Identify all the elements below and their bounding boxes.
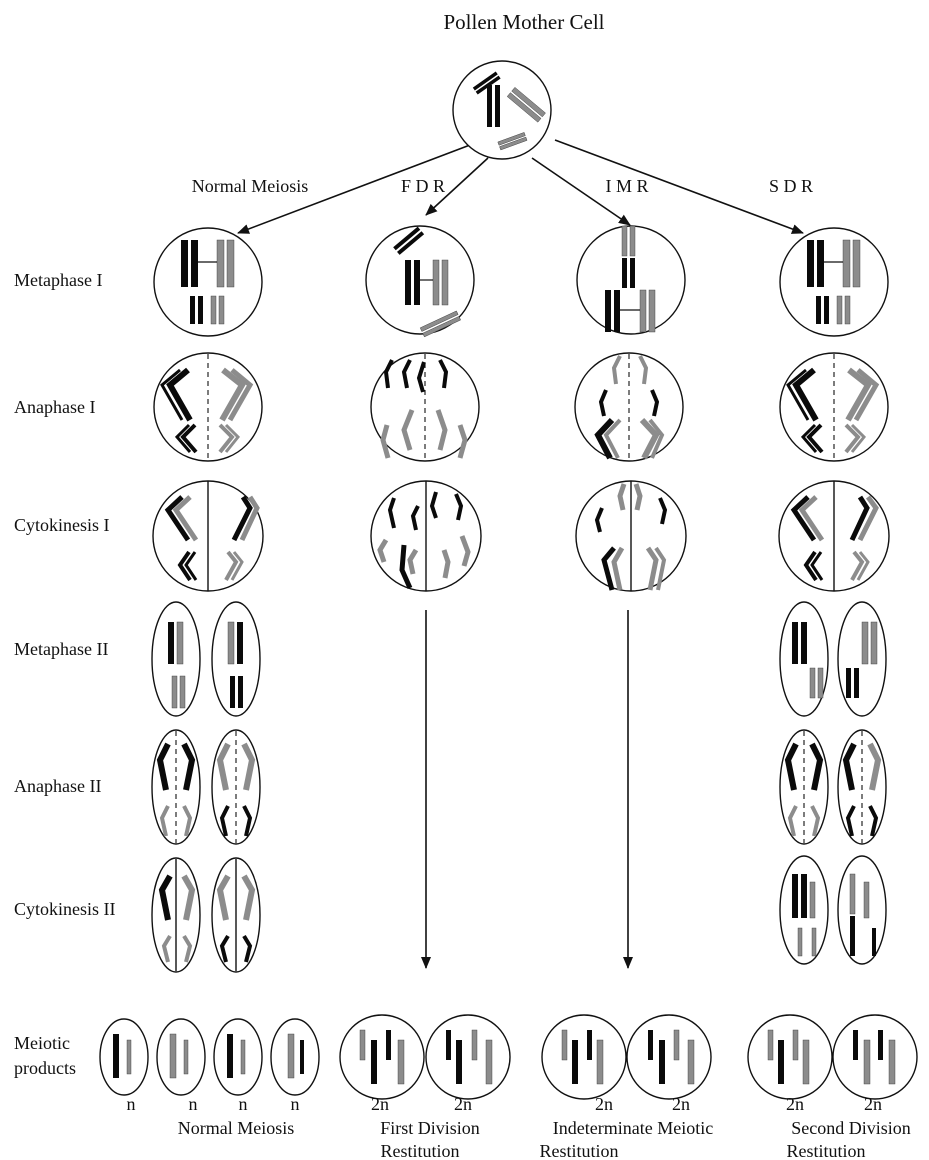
- stage-label-anaphase-1: Anaphase I: [14, 397, 95, 417]
- stage-label-cytokinesis-1: Cytokinesis I: [14, 515, 110, 535]
- product-label-fdr-line-2: Restitution: [380, 1141, 459, 1160]
- chromosomes-metaphase-2: [168, 622, 877, 708]
- ploidy-imr-1: 2n: [595, 1094, 613, 1114]
- product-sdr-1: [748, 1015, 832, 1099]
- product-label-imr-line-1: Indeterminate Meiotic: [553, 1118, 713, 1138]
- stage-label-meiotic: Meiotic: [14, 1033, 70, 1053]
- product-normal-2: [157, 1019, 205, 1095]
- ploidy-sdr-1: 2n: [786, 1094, 804, 1114]
- pathway-label-sdr: S D R: [769, 176, 813, 196]
- product-normal-3: [214, 1019, 262, 1095]
- pathway-label-imr: I M R: [605, 176, 648, 196]
- division-lines: [176, 354, 862, 971]
- cell-sdr-metaphase-1: [780, 228, 888, 336]
- diagram-title: Pollen Mother Cell: [444, 10, 605, 34]
- product-imr-1: [542, 1015, 626, 1099]
- cell-sdr-cytokinesis-2-right: [838, 856, 886, 964]
- ploidy-imr-2: 2n: [672, 1094, 690, 1114]
- stage-label-products: products: [14, 1058, 76, 1078]
- ploidy-normal-1: n: [127, 1094, 136, 1114]
- chromosomes-anaphase-1: [162, 356, 876, 458]
- product-normal-1: [100, 1019, 148, 1095]
- cell-normal-metaphase-2-right: [212, 602, 260, 716]
- product-label-fdr-line-1: First Division: [380, 1118, 480, 1138]
- ploidy-normal-4: n: [291, 1094, 300, 1114]
- product-normal-4: [271, 1019, 319, 1095]
- ploidy-normal-3: n: [239, 1094, 248, 1114]
- product-label-sdr-line-1: Second Division: [791, 1118, 911, 1138]
- chromosomes-anaphase-2: [160, 744, 878, 836]
- stage-label-anaphase-2: Anaphase II: [14, 776, 101, 796]
- pathway-label-normal: Normal Meiosis: [192, 176, 309, 196]
- pathway-label-fdr: F D R: [401, 176, 445, 196]
- stage-label-metaphase-2: Metaphase II: [14, 639, 108, 659]
- product-sdr-2: [833, 1015, 917, 1099]
- product-label-sdr-line-2: Restitution: [786, 1141, 865, 1160]
- chromosomes-metaphase-1: [181, 226, 860, 337]
- ploidy-normal-2: n: [189, 1094, 198, 1114]
- product-fdr-1: [340, 1015, 424, 1099]
- product-imr-2: [627, 1015, 711, 1099]
- stage-label-cytokinesis-2: Cytokinesis II: [14, 899, 116, 919]
- ploidy-sdr-2: 2n: [864, 1094, 882, 1114]
- product-fdr-2: [426, 1015, 510, 1099]
- stage-label-metaphase-1: Metaphase I: [14, 270, 102, 290]
- product-label-imr-line-2: Restitution: [539, 1141, 618, 1160]
- chromosomes-cytokinesis-1: [168, 484, 876, 590]
- product-label-normal: Normal Meiosis: [178, 1118, 295, 1138]
- arrow-to-sdr: [555, 140, 803, 233]
- ploidy-fdr-2: 2n: [454, 1094, 472, 1114]
- ploidy-fdr-1: 2n: [371, 1094, 389, 1114]
- cell-normal-metaphase-1: [154, 228, 262, 336]
